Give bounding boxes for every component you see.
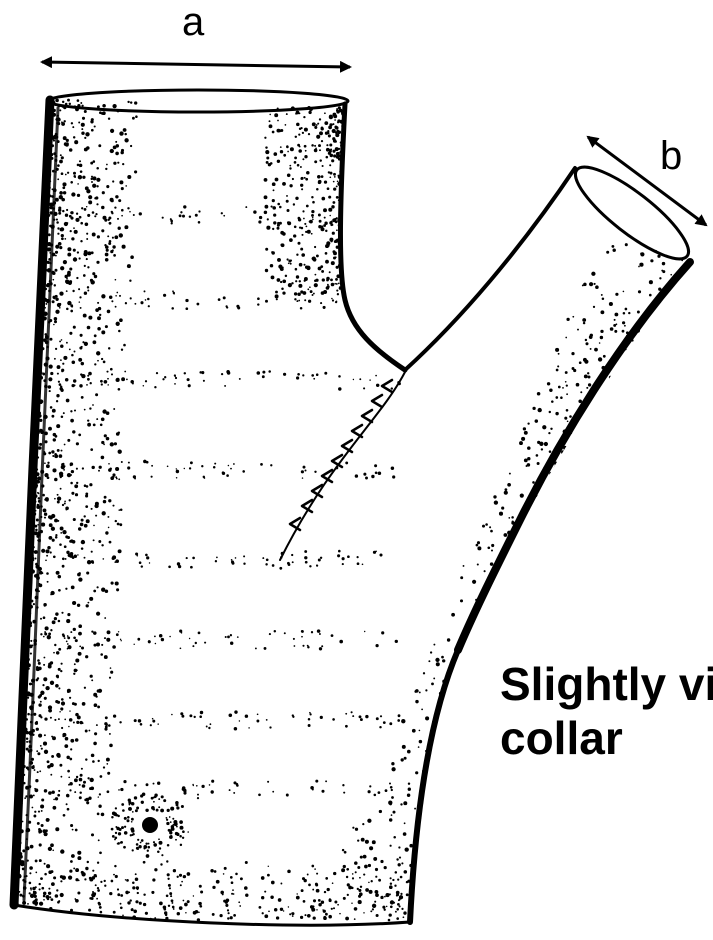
- dimension-arrow-b: [588, 137, 706, 225]
- trunk-illustration: [14, 90, 458, 925]
- dimension-arrow-a: [42, 62, 350, 67]
- dimension-label-a: a: [182, 2, 204, 42]
- callout-line-1: Slightly vi: [500, 657, 713, 711]
- callout-line-2: collar: [500, 711, 713, 765]
- stipple-shading: [12, 99, 690, 922]
- dimension-label-b: b: [660, 136, 682, 176]
- collar-callout: Slightly vi collar: [500, 657, 713, 766]
